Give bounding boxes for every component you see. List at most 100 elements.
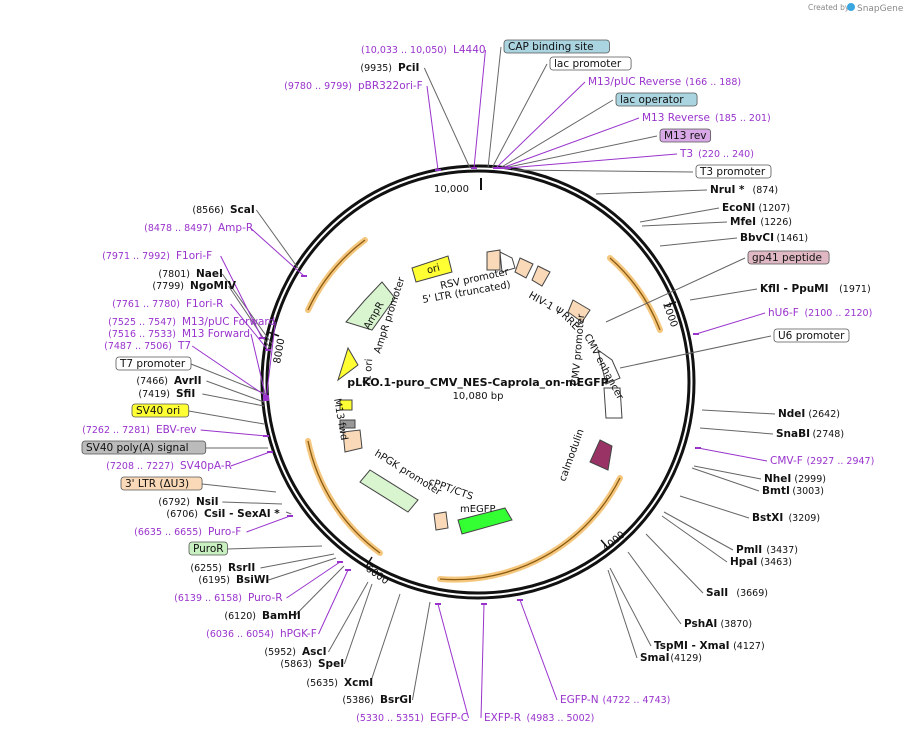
label-text-sv40ori: SV40 ori [136, 405, 180, 417]
label-range-bsrgi: (5386) [342, 695, 374, 706]
label-range-purof: (6635 .. 6655) [134, 527, 202, 538]
label-text-bsiwi: BsiWI [236, 574, 269, 586]
label-bstxi: (3209)BstXI [752, 512, 820, 524]
label-range-bbvci: (1461) [776, 233, 808, 244]
leader-line-ndei [701, 409, 776, 415]
leader-line-puror [286, 561, 341, 599]
leader-line-m13rev [501, 117, 640, 169]
label-t3: (220 .. 240)T3 [679, 148, 754, 160]
label-box-t3p [695, 164, 772, 179]
leader-line-t7p [190, 363, 267, 395]
label-smai: (4129)SmaI [640, 652, 702, 664]
label-spei: (5863)SpeI [280, 658, 344, 670]
label-box-sv40poly [81, 440, 207, 455]
label-text-bstxi: BstXI [752, 512, 783, 524]
label-range-csii: (6706) [166, 509, 198, 520]
leader-line-pcii [423, 67, 471, 169]
label-pcii: (9935)PciI [360, 62, 419, 74]
label-range-f1orir: (7761 .. 7780) [112, 299, 180, 310]
label-box-purobox [188, 541, 228, 556]
label-lacop: lac operator [615, 92, 698, 107]
leader-line-sv40pa [230, 451, 271, 467]
label-egfpn: (4722 .. 4743)EGFP-N [560, 694, 670, 706]
label-range-exfpr: (4983 .. 5002) [527, 713, 595, 724]
label-text-hpai: HpaI [730, 556, 757, 568]
label-text-bbvci: BbvCI [740, 232, 774, 244]
label-range-bsiwi: (6195) [198, 575, 230, 586]
label-text-nsii: NsiI [196, 496, 219, 508]
label-text-purobox: PuroR [193, 543, 224, 555]
label-ebvrev: (7262 .. 7281)EBV-rev [82, 424, 197, 436]
leader-line-nhei [693, 465, 762, 480]
label-exfpr: (4983 .. 5002)EXFP-R [484, 712, 594, 724]
leader-line-xcmi [369, 593, 401, 684]
label-scai: (8566)ScaI [192, 204, 254, 216]
leader-line-purobox [227, 545, 323, 550]
leader-line-spei [343, 583, 373, 665]
label-range-avrii: (7466) [136, 376, 168, 387]
leader-line-ltr3 [202, 483, 277, 493]
leader-line-bstxi [679, 495, 750, 519]
leader-line-scai [255, 209, 299, 269]
leader-line-bbvci [659, 237, 738, 247]
plasmid-name: pLKO.1-puro_CMV_NES-Caprola_on-mEGFP [347, 376, 608, 389]
label-cmvf: (2927 .. 2947)CMV-F [770, 455, 874, 467]
label-text-t7p: T7 promoter [119, 358, 186, 370]
label-range-scai: (8566) [192, 205, 224, 216]
label-box-u6p [773, 328, 850, 343]
label-text-l4440: L4440 [453, 44, 486, 56]
leader-line-tspmi [609, 567, 652, 647]
leader-line-bsiwi [268, 557, 337, 581]
label-range-nrui: (874) [753, 185, 779, 196]
label-text-nrui: NruI * [710, 184, 745, 196]
label-nrui: (874) NruI * [710, 184, 778, 196]
label-m13pucf: (7525 .. 7547)M13/pUC Forward [108, 316, 275, 328]
label-text-mfei: MfeI [730, 216, 756, 228]
label-text-spei: SpeI [318, 658, 344, 670]
label-range-asci: (5952) [264, 647, 296, 658]
leader-line-asci [327, 581, 369, 653]
ruler-8000: 8000 [272, 338, 287, 365]
label-range-m13rev: (185 .. 201) [715, 113, 771, 124]
label-box-m13revbox [659, 128, 712, 143]
label-text-csii: CsiI - SexAI * [204, 508, 280, 520]
label-text-bamhi: BamHI [262, 610, 301, 622]
label-range-ngomiv: (7799) [152, 281, 184, 292]
label-text-lacp: lac promoter [554, 58, 622, 70]
leader-line-snabi [699, 427, 774, 435]
label-sv40pa: (7208 .. 7227)SV40pA-R [106, 460, 232, 472]
label-xcmi: (5635)XcmI [306, 677, 373, 689]
leader-line-kfli [689, 288, 758, 301]
label-ltr3: 3' LTR (ΔU3) [120, 476, 203, 491]
backbone-inner [265, 169, 691, 595]
leader-line-hpgkf [318, 569, 349, 635]
label-text-f1orif: F1ori-F [176, 250, 212, 262]
credit-brand: SnapGene [857, 4, 904, 14]
label-range-puror: (6139 .. 6158) [174, 593, 242, 604]
label-range-kfli: (1971) [839, 284, 871, 295]
label-range-econi: (1207) [758, 203, 790, 214]
label-range-l4440: (10,033 .. 10,050) [361, 45, 447, 56]
label-text-pshai: PshAI [684, 618, 717, 630]
label-range-pmli: (3437) [766, 545, 798, 556]
plasmid-size: 10,080 bp [453, 391, 504, 402]
label-purobox: PuroR [188, 541, 228, 556]
label-text-egfpn: EGFP-N [560, 694, 599, 706]
label-text-gp41: gp41 peptide [752, 252, 822, 264]
label-range-rsrii: (6255) [190, 563, 222, 574]
label-f1orir: (7761 .. 7780)F1ori-R [112, 298, 223, 310]
label-text-t3: T3 [679, 148, 693, 160]
label-sfii: (7419)SfiI [138, 388, 195, 400]
label-kfli: (1971)KflI - PpuMI [760, 283, 871, 295]
label-csii: (6706) CsiI - SexAI * [166, 508, 280, 520]
label-text-nhei: NheI [764, 473, 791, 485]
feature-hiv-label: HIV-1 Ψ [527, 290, 565, 318]
leader-line-ebvrev [200, 429, 267, 437]
label-ndei: (2642)NdeI [778, 408, 840, 420]
label-text-t3p: T3 promoter [699, 166, 766, 178]
label-pbr322: (9780 .. 9799)pBR322ori-F [284, 80, 423, 92]
label-bbvci: (1461)BbvCI [740, 232, 808, 244]
label-l4440: (10,033 .. 10,050) L4440 [361, 44, 486, 56]
label-text-avrii: AvrII [174, 375, 202, 387]
label-gp41: gp41 peptide [747, 250, 830, 265]
